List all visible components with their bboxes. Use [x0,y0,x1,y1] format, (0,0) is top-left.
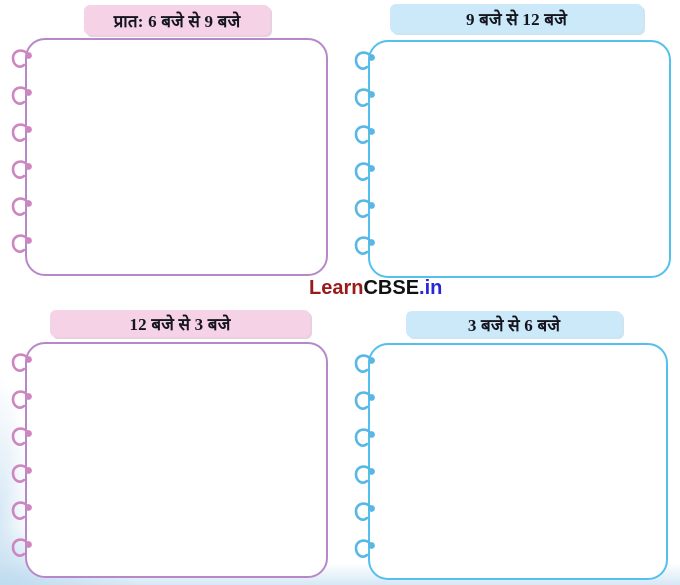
spiral-ring-icon [354,465,375,484]
notebook-page-12-3 [11,342,328,578]
spiral-ring-icon [11,123,32,142]
spiral-ring-icon [354,428,375,447]
watermark-learn: Learn [309,277,364,299]
spiral-ring-icon [11,464,32,483]
spiral-ring-icon [11,160,32,179]
spiral-ring-icon [11,501,32,520]
spiral-ring-icon [354,502,375,521]
learncbse-watermark: LearnCBSE.in [309,277,442,300]
notebook-page-morning-6-9 [11,38,328,276]
panel-title-label: 3 बजे से 6 बजे [467,315,561,335]
spiral-ring-icon [354,354,375,373]
spiral-ring-icon [11,86,32,105]
panel-title-3-6: 3 बजे से 6 बजे [406,311,622,337]
spiral-ring-icon [354,51,375,70]
spiral-ring-icon [354,125,375,144]
panel-title-9-12: 9 बजे से 12 बजे [390,4,643,33]
spiral-ring-icon [11,538,32,557]
panel-title-12-3: 12 बजे से 3 बजे [50,310,310,337]
spiral-ring-icon [11,353,32,372]
notebook-page-3-6 [354,343,668,580]
spiral-ring-icon [11,390,32,409]
spiral-ring-icon [354,162,375,181]
notebook-page-9-12 [354,40,671,278]
panel-title-label: प्रात: 6 बजे से 9 बजे [113,11,241,31]
spiral-ring-icon [11,427,32,446]
spiral-ring-icon [354,199,375,218]
spiral-ring-icon [354,539,375,558]
panel-title-morning-6-9: प्रात: 6 बजे से 9 बजे [84,5,270,35]
panel-title-label: 12 बजे से 3 बजे [129,315,231,334]
spiral-ring-icon [354,391,375,410]
spiral-ring-icon [354,88,375,107]
spiral-ring-icon [354,236,375,255]
spiral-ring-icon [11,234,32,253]
watermark-in: .in [419,277,443,299]
panel-title-label: 9 बजे से 12 बजे [465,10,568,29]
spiral-ring-icon [11,49,32,68]
spiral-ring-icon [11,197,32,216]
watermark-cbse: CBSE [363,277,420,299]
